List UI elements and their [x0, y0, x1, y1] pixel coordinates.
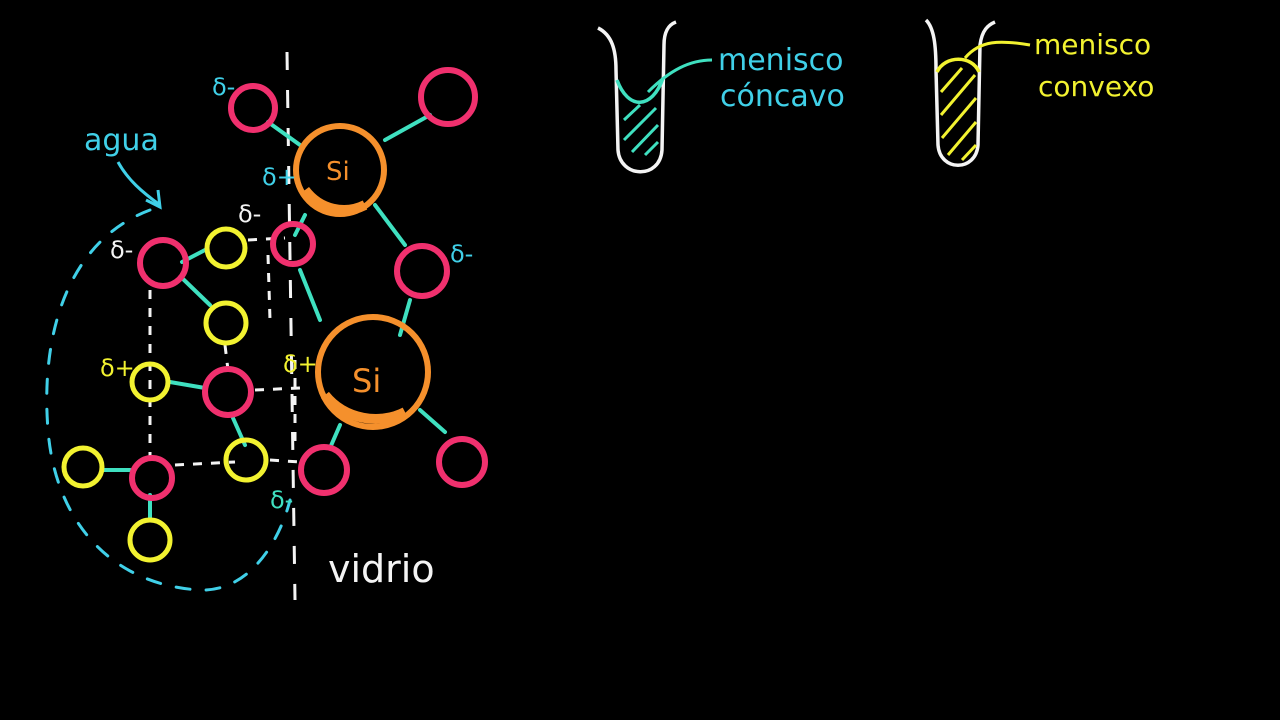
concave-water-hatch	[622, 103, 660, 157]
hydrogen-atom	[127, 517, 173, 563]
convex-meniscus-surface	[935, 57, 981, 73]
delta-plus-label: δ+	[262, 163, 297, 191]
convex-label-line2: convexo	[1038, 70, 1154, 103]
oxygen-atom	[394, 243, 450, 299]
hydrogen-atom	[61, 445, 105, 489]
silicon-atom-bottom	[315, 314, 431, 430]
convex-pointer-line	[963, 40, 1031, 59]
delta-plus-label: δ+	[100, 354, 135, 382]
glass-label: vidrio	[328, 547, 435, 591]
concave-tube-outline	[597, 20, 677, 174]
hydrogen-atom	[223, 437, 269, 483]
water-arrow-head	[145, 189, 162, 210]
silicon-atom-top-hatch	[301, 186, 368, 215]
hydrogen-bond-lines	[148, 236, 301, 467]
convex-liquid-hatch	[939, 67, 978, 162]
silicon-atom-bottom-hatch	[321, 391, 408, 424]
oxygen-atom	[270, 221, 316, 267]
convex-meniscus-tube: menisco convexo	[924, 18, 1154, 167]
delta-plus-label: δ+	[283, 350, 318, 378]
oxygen-atom	[137, 237, 189, 289]
silicon-atoms: Si Si	[293, 123, 431, 430]
glass-boundary-line	[285, 51, 297, 601]
concave-label-line1: menisco	[718, 43, 844, 78]
oxygen-atom	[202, 366, 254, 418]
hydrogen-atom	[204, 226, 248, 270]
water-arrow	[116, 161, 161, 207]
hydrogen-atoms	[61, 226, 269, 563]
hydrogen-atom	[129, 361, 171, 403]
delta-minus-label: δ-	[270, 486, 293, 514]
silicon-label-top: Si	[326, 157, 350, 187]
concave-pointer-line	[646, 58, 713, 94]
delta-minus-label: δ-	[110, 236, 133, 264]
delta-minus-label: δ-	[212, 73, 235, 101]
hydrogen-atom	[203, 300, 249, 346]
oxygen-atom	[228, 83, 278, 133]
oxygen-atom	[298, 444, 350, 496]
delta-minus-label: δ-	[450, 240, 473, 268]
concave-meniscus-surface	[615, 77, 665, 104]
water-label: agua	[84, 123, 159, 158]
convex-tube-outline	[924, 18, 996, 167]
partial-charges: δ- δ+ δ- δ- δ- δ+ δ+ δ-	[100, 73, 473, 514]
delta-minus-label: δ-	[238, 200, 261, 228]
oxygen-atoms	[129, 67, 488, 501]
convex-label-line1: menisco	[1034, 28, 1151, 61]
oxygen-atom	[129, 455, 175, 501]
covalent-bonds	[101, 113, 447, 522]
silicon-label-bottom: Si	[352, 362, 381, 400]
oxygen-atom	[418, 67, 478, 127]
concave-meniscus-tube: menisco cóncavo	[597, 20, 845, 174]
oxygen-atom	[436, 436, 488, 488]
concave-label-line2: cóncavo	[720, 79, 845, 114]
